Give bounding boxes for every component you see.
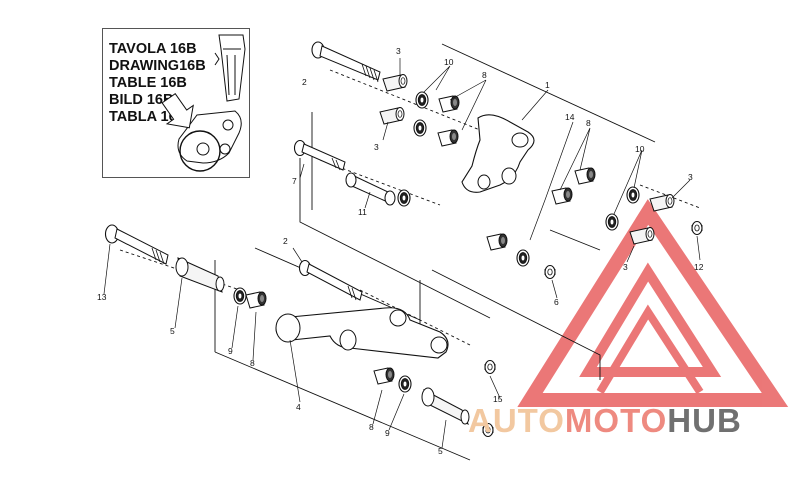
watermark-part-hub: HUB	[667, 402, 742, 439]
bearing-left	[233, 287, 247, 305]
bolt-middle	[293, 139, 346, 171]
assembly-guide-lines	[119, 43, 701, 461]
bush-top-b	[437, 129, 459, 147]
nut-bottom	[484, 359, 496, 375]
bush-right-b	[551, 187, 573, 205]
reference-inset: TAVOLA 16B DRAWING16B TABLE 16B BILD 16B…	[102, 28, 250, 178]
callout-12: 12	[694, 262, 704, 272]
sleeve-left	[175, 257, 225, 293]
bearing-right-b	[605, 213, 619, 231]
callout-labels: 1 2 2 3 3 3 3 4 5 5 6 7 8 8 8 8 9 9 10 1…	[97, 46, 704, 456]
callout-5-bottom: 5	[438, 446, 443, 456]
callout-8-left: 8	[250, 358, 255, 368]
reference-line-en-table: TABLE 16B	[109, 75, 187, 91]
callout-1: 1	[545, 80, 550, 90]
callout-7: 7	[292, 176, 297, 186]
spacer-right	[649, 194, 675, 212]
callout-14: 14	[565, 112, 575, 122]
cylinder-11	[345, 172, 396, 206]
bush-lower-mid	[486, 233, 508, 251]
bush-top-a	[438, 95, 460, 113]
callout-6: 6	[554, 297, 559, 307]
callout-13: 13	[97, 292, 107, 302]
callout-3-right-lower: 3	[623, 262, 628, 272]
bolt-lower	[298, 259, 363, 301]
sleeve-bottom	[421, 387, 470, 426]
callout-8-right: 8	[586, 118, 591, 128]
bearing-top-a	[415, 91, 429, 109]
inset-sketch	[161, 34, 246, 172]
spacer-top	[382, 74, 408, 92]
reference-line-en-drawing: DRAWING16B	[109, 58, 206, 74]
watermark-logo-icon	[517, 199, 789, 407]
callout-9-left: 9	[228, 346, 233, 356]
watermark-text: AUTOMOTOHUB	[468, 402, 742, 440]
callout-9-bottom: 9	[385, 428, 390, 438]
callout-3-right: 3	[688, 172, 693, 182]
nut-mid	[544, 264, 556, 280]
callout-8-top: 8	[482, 70, 487, 80]
bush-bottom	[373, 367, 395, 385]
callout-3-top: 3	[396, 46, 401, 56]
link-rod	[275, 307, 449, 359]
bush-left	[245, 291, 267, 309]
callout-2-lower: 2	[283, 236, 288, 246]
callout-10-right: 10	[635, 144, 645, 154]
callout-5-left: 5	[170, 326, 175, 336]
bearing-right-a	[626, 186, 640, 204]
reference-line-it: TAVOLA 16B	[109, 41, 197, 57]
reference-table-labels: TAVOLA 16B DRAWING16B TABLE 16B BILD 16B…	[109, 41, 206, 126]
callout-3-upper: 3	[374, 142, 379, 152]
callout-10-top: 10	[444, 57, 454, 67]
watermark-part-auto: AUTO	[468, 402, 565, 439]
bolt-long	[104, 224, 169, 265]
leader-lines	[103, 58, 701, 449]
spacer-upper	[379, 107, 405, 125]
watermark-part-moto: MOTO	[564, 402, 668, 439]
bearing-top-b	[413, 119, 427, 137]
callout-2-top: 2	[302, 77, 307, 87]
callout-15: 15	[493, 394, 503, 404]
callout-8-bottom: 8	[369, 422, 374, 432]
callout-4: 4	[296, 402, 301, 412]
reference-line-de: BILD 16B	[109, 92, 174, 108]
bolt-top	[311, 41, 381, 83]
bush-right-a	[574, 167, 596, 185]
bearing-bottom	[398, 375, 412, 393]
reference-line-es: TABLA 16B	[109, 109, 188, 125]
bearing-mid	[397, 189, 411, 207]
rocker-arm	[461, 114, 535, 193]
nut-right	[691, 220, 703, 236]
callout-11: 11	[358, 207, 367, 217]
bearing-lower-mid	[516, 249, 530, 267]
